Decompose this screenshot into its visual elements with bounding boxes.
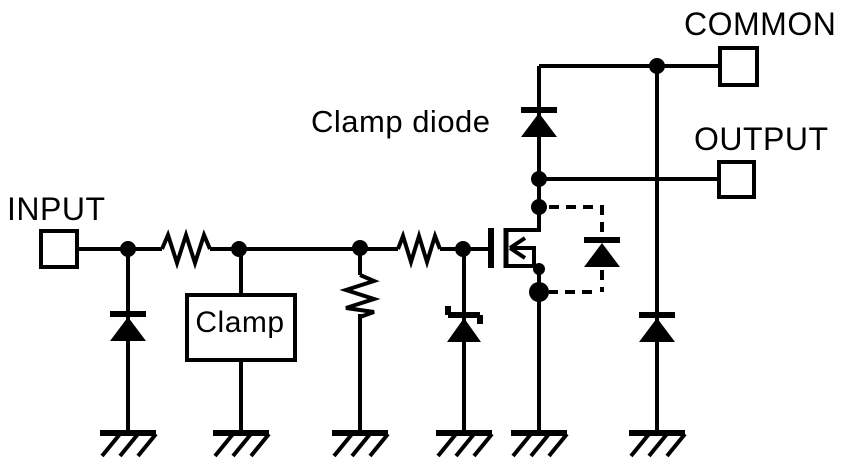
input-protection-diode [110,311,146,341]
common-terminal [718,46,759,87]
junction-dot [455,241,471,257]
grounds [100,430,687,458]
clamp-box [185,293,297,362]
junction-dots [120,58,665,302]
ground-symbol [332,430,390,458]
terminals [39,46,759,269]
diode-anode-triangle [639,318,675,342]
diode-anode-triangle [521,113,557,137]
diode-anode-triangle [584,243,620,267]
clamp-diode [521,107,557,137]
junction-dot [529,282,549,302]
junction-dot [649,58,665,74]
junction-dot [231,241,247,257]
junction-dot [352,240,368,256]
common-label: COMMON [684,6,836,42]
zener-anode-triangle [447,318,481,342]
shunt-resistor [339,273,381,319]
ground-symbol [436,430,494,458]
dashed-wire-top [549,205,604,237]
dashed-wire-bottom [549,270,604,294]
mosfet [463,228,527,268]
junction-dot [531,199,547,215]
ground-symbol [511,430,569,458]
ground-symbol [629,430,687,458]
mosfet-substrate-arrow-icon [508,236,527,260]
input-label: INPUT [7,191,106,227]
ground-symbol [213,430,271,458]
clamp-box-label: Clamp [195,306,284,339]
output-terminal [717,160,756,199]
output-label: OUTPUT [694,121,829,157]
series-resistor-1 [160,228,212,270]
resistors [160,228,442,319]
input-terminal [39,229,79,269]
zener-cathode-bar [445,306,483,324]
body-diode [584,237,620,267]
wire-substrate [511,246,536,266]
output-diode [639,312,675,342]
body-diode-dashed-wires [549,205,604,294]
series-resistor-2 [396,229,442,269]
clamp-circuit-block: Clamp [185,293,297,362]
junction-dot [120,241,136,257]
clamp-diode-label: Clamp diode [311,104,491,139]
diode-anode-triangle [110,317,146,341]
junction-dot [533,263,545,275]
junction-dot [531,171,547,187]
ground-symbol [100,430,158,458]
gate-zener-diode [445,306,483,342]
